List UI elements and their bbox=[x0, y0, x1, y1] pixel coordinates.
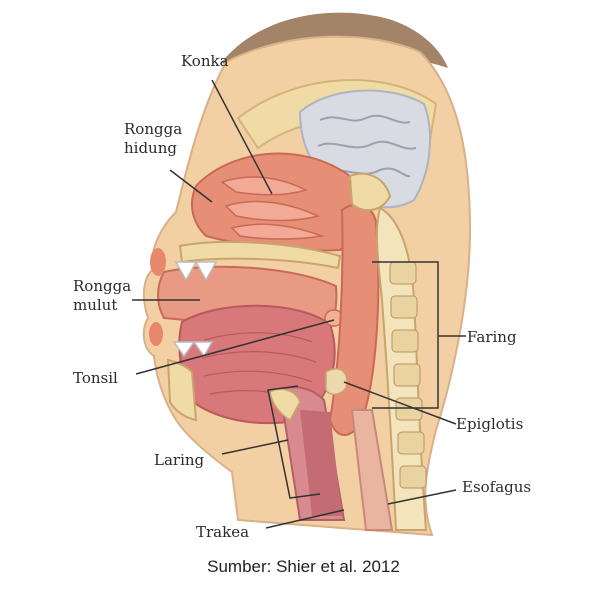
konka-leader bbox=[211, 79, 273, 195]
tongue-muscle-lines bbox=[201, 332, 317, 401]
label-tonsil: Tonsil bbox=[73, 369, 118, 387]
skull-base bbox=[348, 172, 392, 212]
leader-lines bbox=[132, 79, 466, 529]
laring-bracket bbox=[267, 385, 321, 499]
label-rongga-mulut-line2: mulut bbox=[73, 296, 117, 314]
lower-lip bbox=[149, 322, 163, 346]
vertebra bbox=[390, 295, 418, 319]
upper-teeth bbox=[174, 260, 218, 282]
trakea-leader bbox=[265, 509, 345, 529]
source-caption: Sumber: Shier et al. 2012 bbox=[207, 557, 400, 576]
label-faring: Faring bbox=[467, 328, 517, 346]
label-trakea: Trakea bbox=[196, 523, 249, 541]
epiglotis-leader bbox=[343, 381, 457, 425]
label-konka: Konka bbox=[181, 52, 229, 70]
vertebra bbox=[397, 431, 425, 455]
label-rongga-hidung-line1: Rongga bbox=[124, 120, 182, 138]
label-esofagus: Esofagus bbox=[462, 478, 531, 496]
conchae bbox=[220, 176, 325, 240]
label-epiglotis: Epiglotis bbox=[456, 415, 523, 433]
label-rongga-hidung-line2: hidung bbox=[124, 139, 177, 157]
rongga-hidung-leader bbox=[169, 169, 213, 203]
epiglottis bbox=[325, 368, 348, 395]
upper-lip bbox=[150, 248, 166, 276]
faring-bracket bbox=[372, 261, 439, 409]
vertebra bbox=[389, 261, 417, 285]
laring-leader bbox=[221, 439, 289, 455]
label-rongga-mulut-line1: Rongga bbox=[73, 277, 131, 295]
esophagus bbox=[350, 409, 394, 531]
vertebra bbox=[399, 465, 427, 489]
vertebra bbox=[393, 363, 421, 387]
thyroid-cartilage bbox=[269, 388, 301, 422]
trachea-lumen bbox=[300, 410, 342, 516]
esofagus-leader bbox=[387, 489, 457, 505]
palate bbox=[178, 240, 342, 270]
label-laring: Laring bbox=[154, 451, 205, 469]
lower-teeth bbox=[172, 340, 214, 358]
tonsil-leader bbox=[135, 319, 335, 375]
vertebra bbox=[391, 329, 419, 353]
